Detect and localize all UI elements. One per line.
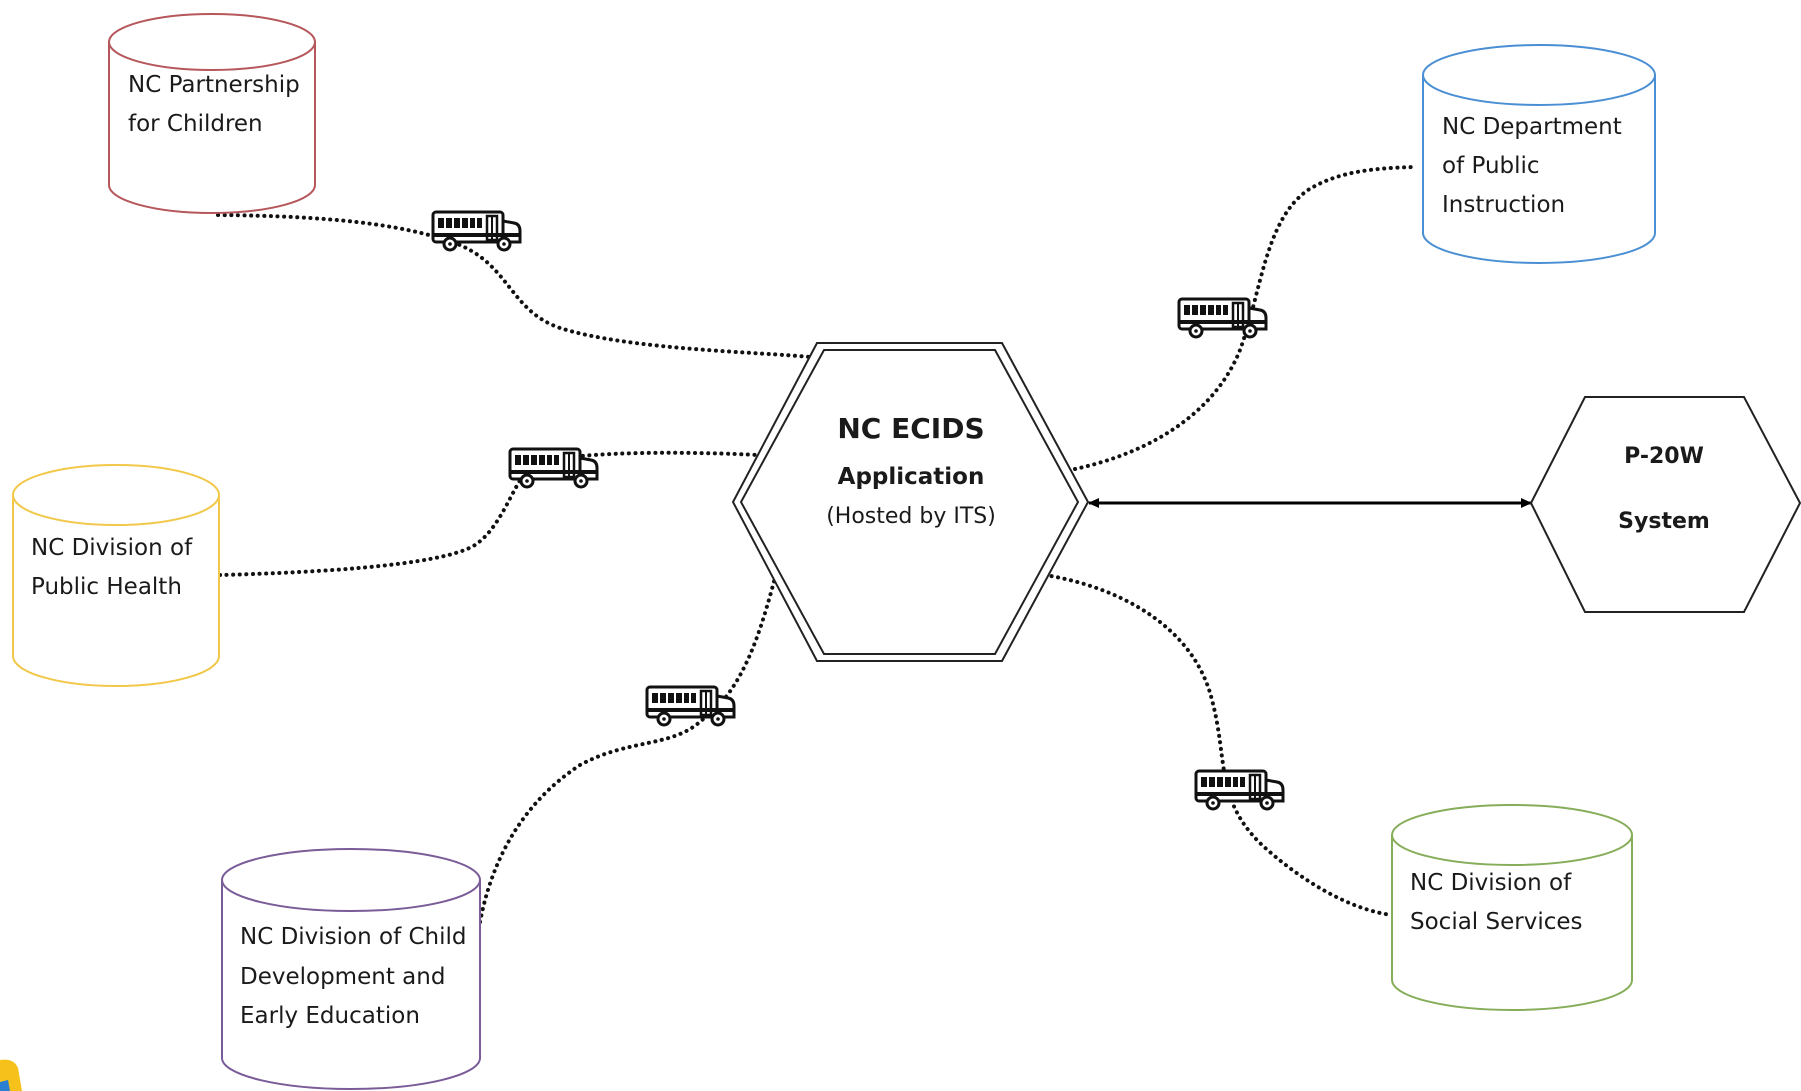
- hub-subtitle: Application: [838, 464, 985, 490]
- p20w-line2: System: [1618, 509, 1710, 534]
- partnership-label-1: NC Partnership: [128, 72, 300, 98]
- cylinder-dpi: NC Department of Public Instruction: [1422, 44, 1656, 264]
- social-services-label-1: NC Division of: [1410, 870, 1572, 896]
- cylinder-child-dev: NC Division of Child Development and Ear…: [221, 848, 481, 1090]
- school-bus-icon: [1194, 769, 1285, 811]
- social-services-label-2: Social Services: [1410, 909, 1583, 935]
- child-dev-label-3: Early Education: [240, 1003, 420, 1029]
- cylinder-social-services: NC Division of Social Services: [1391, 804, 1633, 1011]
- cylinder-partnership: NC Partnership for Children: [108, 13, 316, 214]
- hub-title: NC ECIDS: [837, 412, 984, 445]
- dpi-label-1: NC Department: [1442, 114, 1622, 140]
- child-dev-label-2: Development and: [240, 964, 445, 990]
- partnership-label-2: for Children: [128, 111, 263, 137]
- cylinder-public-health: NC Division of Public Health: [12, 464, 220, 687]
- public-health-label-1: NC Division of: [31, 535, 193, 561]
- p20w-line1: P-20W: [1624, 444, 1704, 469]
- school-bus-icon: [645, 685, 736, 727]
- hub-note: (Hosted by ITS): [826, 504, 996, 529]
- connector-public-health: [218, 450, 760, 577]
- corner-accent-blue: [0, 1080, 10, 1091]
- connector-social-services: [1043, 573, 1394, 917]
- child-dev-label-1: NC Division of Child: [240, 924, 467, 950]
- public-health-label-2: Public Health: [31, 574, 182, 600]
- connector-dpi: [1073, 165, 1417, 471]
- dpi-label-2: of Public: [1442, 153, 1540, 179]
- connector-partnership: [216, 213, 812, 359]
- connectors: [216, 165, 1417, 924]
- connector-child-dev: [478, 576, 777, 924]
- ecids-hub: NC ECIDS Application (Hosted by ITS): [731, 342, 1090, 662]
- p20w-system: P-20W System: [1529, 396, 1801, 613]
- school-bus-icon: [431, 210, 522, 252]
- dpi-label-3: Instruction: [1442, 192, 1565, 218]
